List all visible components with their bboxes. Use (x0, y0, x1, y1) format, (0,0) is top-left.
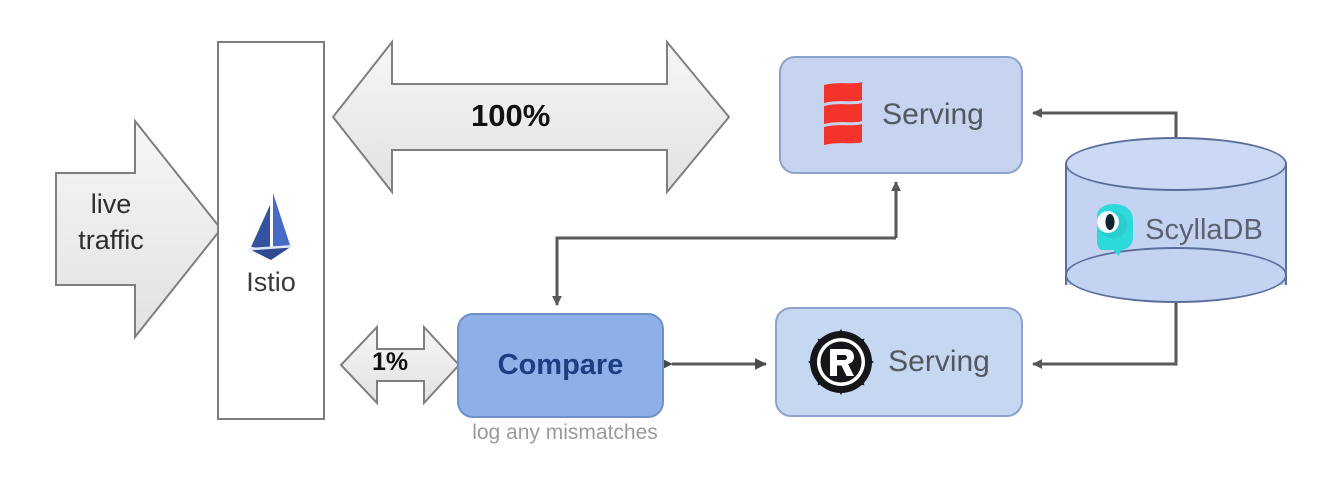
edge-label-1-percent: 1% (372, 348, 409, 376)
scala-serving-content: Serving (818, 79, 984, 151)
edge-scylla-rust (1032, 291, 1181, 369)
compare-label: Compare (497, 349, 624, 381)
live-traffic-arrow (55, 118, 223, 340)
scylladb-cylinder-bottom (1065, 247, 1287, 303)
rust-serving-content: Serving (808, 329, 990, 395)
istio-content: Istio (219, 191, 323, 299)
scylladb-cylinder-top (1065, 137, 1287, 191)
node-compare[interactable]: Compare (457, 313, 664, 418)
istio-label: Istio (246, 267, 296, 297)
live-traffic-line2: traffic (78, 225, 144, 255)
edge-scala-to-compare (552, 181, 901, 306)
compare-caption: log any mismatches (472, 421, 658, 444)
edge-label-100-percent: 100% (471, 98, 551, 133)
node-scylladb[interactable]: ScyllaDB (1065, 137, 1287, 307)
istio-sailboat-icon (249, 193, 292, 260)
rust-icon (808, 329, 875, 395)
scylladb-icon (1097, 204, 1134, 256)
node-scala-serving[interactable]: Serving (779, 56, 1023, 174)
live-traffic-label: live traffic (56, 186, 166, 258)
scala-icon (824, 82, 863, 145)
live-traffic-line1: live (90, 189, 132, 219)
rust-serving-label: Serving (888, 345, 990, 378)
node-rust-serving[interactable]: Serving (775, 307, 1023, 417)
edge-istio-scala-100 (331, 39, 731, 195)
scylladb-content: ScyllaDB (1065, 203, 1287, 257)
node-istio[interactable]: Istio (217, 41, 325, 420)
scylladb-label: ScyllaDB (1145, 213, 1263, 246)
scala-serving-label: Serving (882, 98, 984, 131)
